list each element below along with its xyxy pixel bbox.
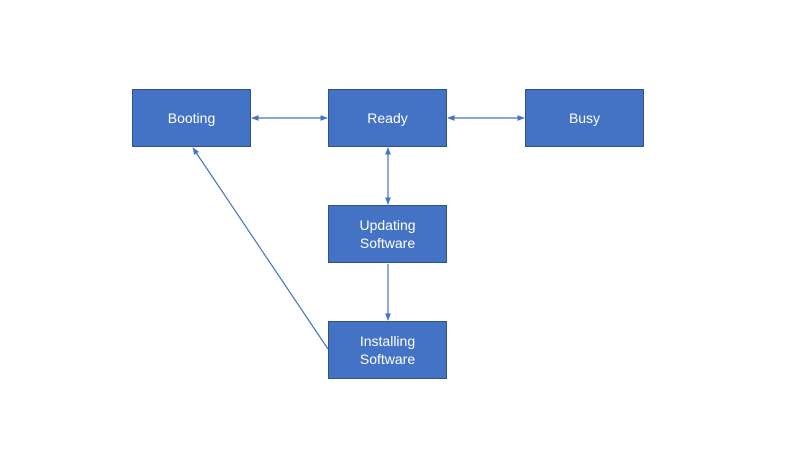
edge-installing-booting: [192, 147, 329, 350]
node-installing-software: Installing Software: [328, 321, 447, 379]
node-busy: Busy: [525, 89, 644, 147]
node-updating-software: Updating Software: [328, 205, 447, 263]
node-ready: Ready: [328, 89, 447, 147]
node-booting: Booting: [132, 89, 251, 147]
